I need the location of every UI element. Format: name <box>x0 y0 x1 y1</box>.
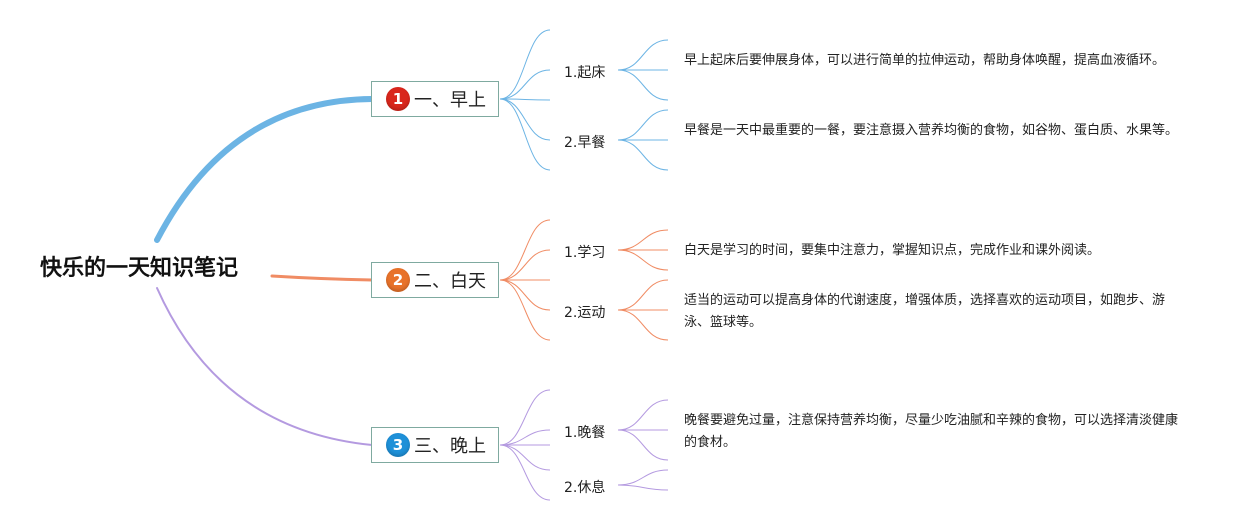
branch-fan-line <box>499 249 551 281</box>
branch-fan-line <box>499 444 551 471</box>
number-three-badge-icon: 3 <box>386 433 410 457</box>
sub-topic-breakfast[interactable]: 2.早餐 <box>564 135 606 151</box>
note-fan-line <box>617 469 669 486</box>
branch-daytime[interactable]: 2 二、白天 <box>371 262 499 298</box>
note-fan-line <box>617 69 669 101</box>
branch-fan-line <box>499 98 551 141</box>
note-fan-line <box>617 109 669 141</box>
note-fan-line <box>617 279 669 311</box>
note-fan-line <box>617 309 669 341</box>
sub-topic-dinner[interactable]: 1.晚餐 <box>564 425 606 441</box>
note-fan-line <box>617 399 669 431</box>
sub-topic-rest[interactable]: 2.休息 <box>564 480 606 496</box>
branch-label: 一、早上 <box>414 90 486 111</box>
note-fan-line <box>617 139 669 171</box>
branch-morning[interactable]: 1 一、早上 <box>371 81 499 117</box>
number-one-badge-icon: 1 <box>386 87 410 111</box>
number-two-badge-icon: 2 <box>386 268 410 292</box>
branch-fan-line <box>499 279 551 341</box>
note-fan-line <box>617 484 669 491</box>
note-exercise: 适当的运动可以提高身体的代谢速度，增强体质，选择喜欢的运动项目，如跑步、游泳、篮… <box>684 293 1166 330</box>
sub-topic-study[interactable]: 1.学习 <box>564 245 606 261</box>
root-topic: 快乐的一天知识笔记 <box>40 256 239 281</box>
root-link-2 <box>270 274 374 282</box>
branch-fan-line <box>499 69 551 100</box>
root-link-3 <box>156 287 373 446</box>
note-fan-line <box>617 39 669 71</box>
branch-fan-line <box>499 98 551 171</box>
note-study: 白天是学习的时间，要集中注意力，掌握知识点，完成作业和课外阅读。 <box>684 243 1101 258</box>
branch-fan-line <box>499 219 551 281</box>
note-fan-line <box>617 229 669 251</box>
note-fan-line <box>617 429 669 461</box>
note-wake-up: 早上起床后要伸展身体，可以进行简单的拉伸运动，帮助身体唤醒，提高血液循环。 <box>684 53 1166 68</box>
note-fan-line <box>617 249 669 271</box>
sub-topic-exercise[interactable]: 2.运动 <box>564 305 606 321</box>
branch-fan-line <box>499 444 551 501</box>
branch-label: 三、晚上 <box>414 436 486 457</box>
note-breakfast: 早餐是一天中最重要的一餐，要注意摄入营养均衡的食物，如谷物、蛋白质、水果等。 <box>684 123 1179 138</box>
branch-evening[interactable]: 3 三、晚上 <box>371 427 499 463</box>
branch-fan-line <box>499 389 551 446</box>
branch-fan-line <box>499 29 551 100</box>
root-link-1 <box>154 96 375 243</box>
note-dinner: 晚餐要避免过量，注意保持营养均衡，尽量少吃油腻和辛辣的食物，可以选择清淡健康的食… <box>684 413 1179 450</box>
branch-fan-line <box>499 98 551 101</box>
branch-label: 二、白天 <box>414 271 486 292</box>
branch-fan-line <box>499 279 551 311</box>
sub-topic-wake-up[interactable]: 1.起床 <box>564 65 606 81</box>
